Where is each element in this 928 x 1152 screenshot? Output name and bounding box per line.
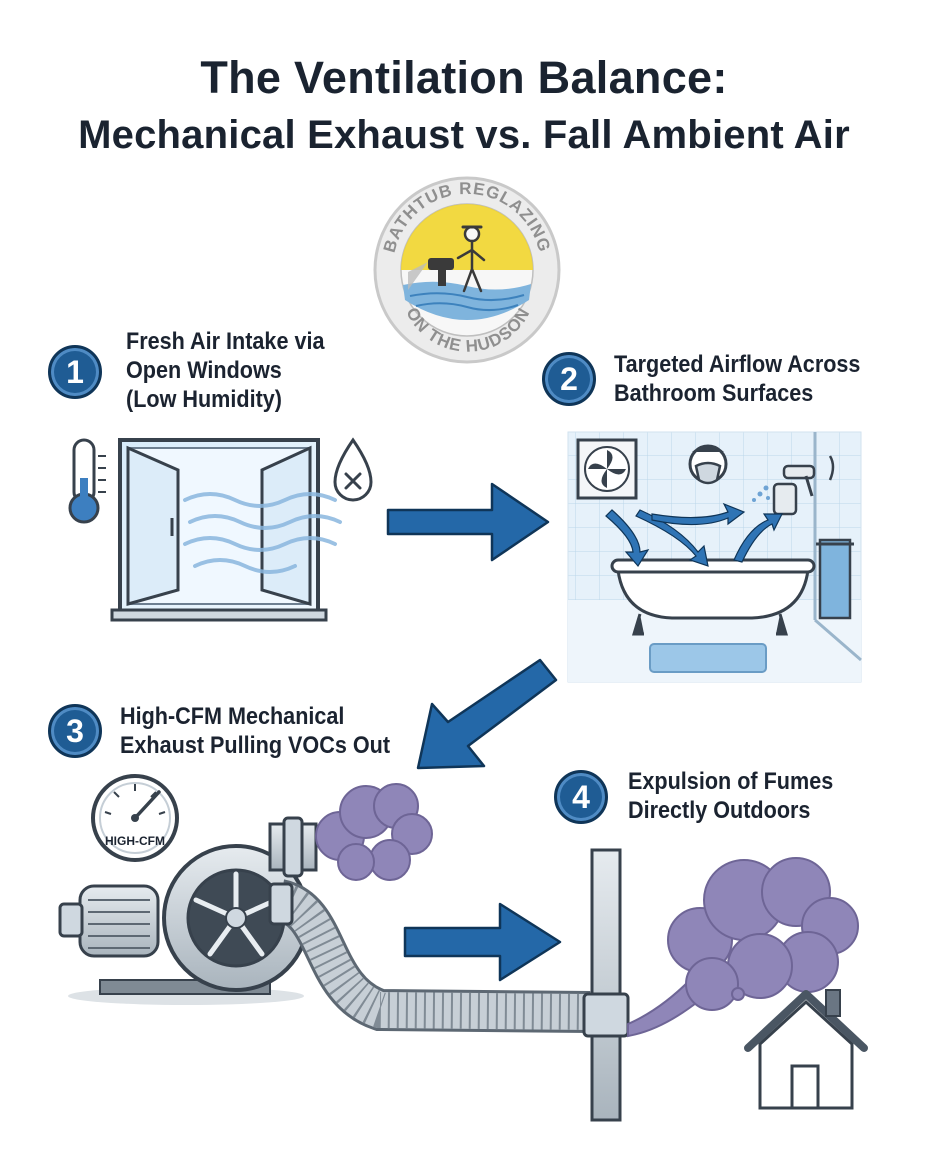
title-line-2: Mechanical Exhaust vs. Fall Ambient Air bbox=[78, 113, 850, 157]
step-3-label: High-CFM Mechanical Exhaust Pulling VOCs… bbox=[120, 702, 390, 760]
thermometer-icon bbox=[68, 438, 106, 524]
air-wave-icon bbox=[183, 492, 342, 574]
step-1-label-line: (Low Humidity) bbox=[126, 386, 282, 413]
respirator-mask-icon bbox=[688, 444, 728, 485]
step-3-badge: 3 bbox=[48, 704, 102, 758]
step-2-label: Targeted Airflow Across Bathroom Surface… bbox=[614, 350, 860, 408]
step-1-badge: 1 bbox=[48, 345, 102, 399]
title-line-1: The Ventilation Balance: bbox=[200, 52, 728, 103]
logo-spray-gun-icon bbox=[408, 258, 454, 290]
arrow-down-left-icon bbox=[416, 658, 558, 770]
painter-figure-icon bbox=[456, 225, 486, 293]
spray-gun-icon bbox=[752, 455, 835, 516]
flex-duct-icon bbox=[268, 879, 591, 1033]
step-2-label-line: Bathroom Surfaces bbox=[614, 380, 814, 407]
exhaust-fan-icon bbox=[576, 438, 638, 500]
no-humidity-drop-icon bbox=[333, 437, 373, 502]
step-3-label-line: High-CFM Mechanical bbox=[120, 703, 345, 730]
step-3-label-line: Exhaust Pulling VOCs Out bbox=[120, 732, 391, 759]
step-1-label-line: Fresh Air Intake via bbox=[126, 328, 325, 355]
bathroom-scene bbox=[567, 431, 862, 683]
gauge-label: HIGH-CFM bbox=[105, 834, 165, 848]
open-window-icon bbox=[110, 438, 342, 622]
bathtub-icon bbox=[610, 558, 816, 636]
exhaust-fume-cloud-icon bbox=[315, 783, 433, 881]
company-logo: BATHTUB REGLAZING ON THE HUDSON bbox=[373, 176, 561, 364]
bath-mat-icon bbox=[649, 643, 767, 673]
step-4-label: Expulsion of Fumes Directly Outdoors bbox=[628, 767, 833, 825]
step-2-badge: 2 bbox=[542, 352, 596, 406]
step-4-badge: 4 bbox=[554, 770, 608, 824]
step-1-label-line: Open Windows bbox=[126, 357, 282, 384]
house-icon bbox=[744, 989, 868, 1110]
vent-pipe-icon bbox=[582, 848, 630, 1122]
airflow-arrows bbox=[605, 502, 783, 568]
step-2-label-line: Targeted Airflow Across bbox=[614, 351, 861, 378]
step-4-label-line: Directly Outdoors bbox=[628, 797, 811, 824]
arrow-right-icon bbox=[403, 902, 562, 982]
step-1-label: Fresh Air Intake via Open Windows (Low H… bbox=[126, 327, 324, 414]
step-4-label-line: Expulsion of Fumes bbox=[628, 768, 834, 795]
towel-rack-icon bbox=[816, 538, 854, 620]
pressure-gauge-icon: HIGH-CFM bbox=[91, 774, 179, 862]
arrow-right-icon bbox=[386, 482, 550, 562]
